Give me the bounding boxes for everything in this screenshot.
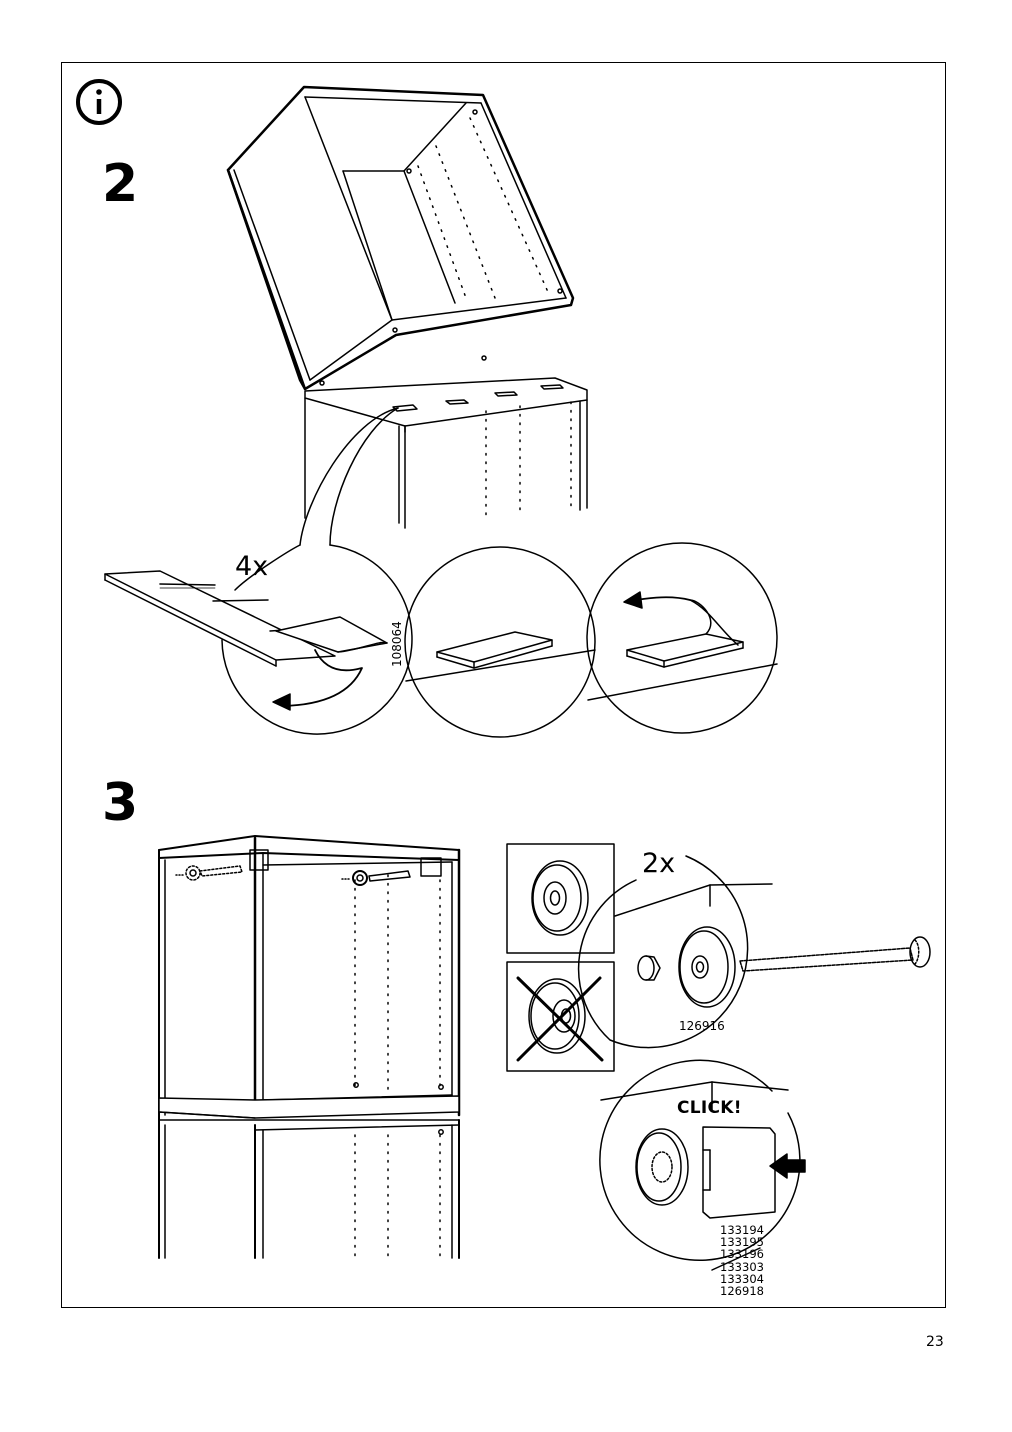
part-number-list: 133194 133195 133196 133303 133304 12691…: [712, 1224, 772, 1297]
lower-cabinet-step2: [304, 377, 588, 529]
screw-detail-circle: [577, 855, 931, 1049]
part-number: 133194: [720, 1223, 764, 1237]
callout-line-2: [329, 407, 399, 546]
info-icon: [76, 79, 122, 125]
detail-circle-peel: [104, 544, 413, 735]
part-number: 126918: [720, 1284, 764, 1299]
upper-cabinet-tilted: [226, 85, 575, 391]
detail-circle-release: [586, 542, 778, 734]
quantity-label: 2x: [642, 848, 676, 879]
quantity-label: 4x: [235, 551, 269, 582]
correct-washer-example: [506, 843, 615, 954]
part-number: 126916: [679, 1019, 725, 1033]
callout-line: [299, 407, 399, 546]
instruction-frame: [61, 62, 946, 1308]
step-number: 2: [102, 154, 139, 214]
part-number: 133303: [720, 1259, 764, 1274]
click-detail-circle: [599, 1059, 806, 1271]
detail-circle-pad: [404, 546, 596, 738]
part-number: 133196: [720, 1247, 764, 1262]
click-label: CLICK!: [677, 1098, 742, 1118]
page-number: 23: [926, 1334, 944, 1350]
stacked-cabinets: [158, 835, 461, 1259]
step-number: 3: [102, 773, 139, 833]
part-number: 133304: [720, 1271, 764, 1286]
part-number: 133195: [720, 1235, 764, 1250]
wrong-washer-example: [506, 961, 615, 1072]
part-number: 108064: [390, 621, 404, 667]
